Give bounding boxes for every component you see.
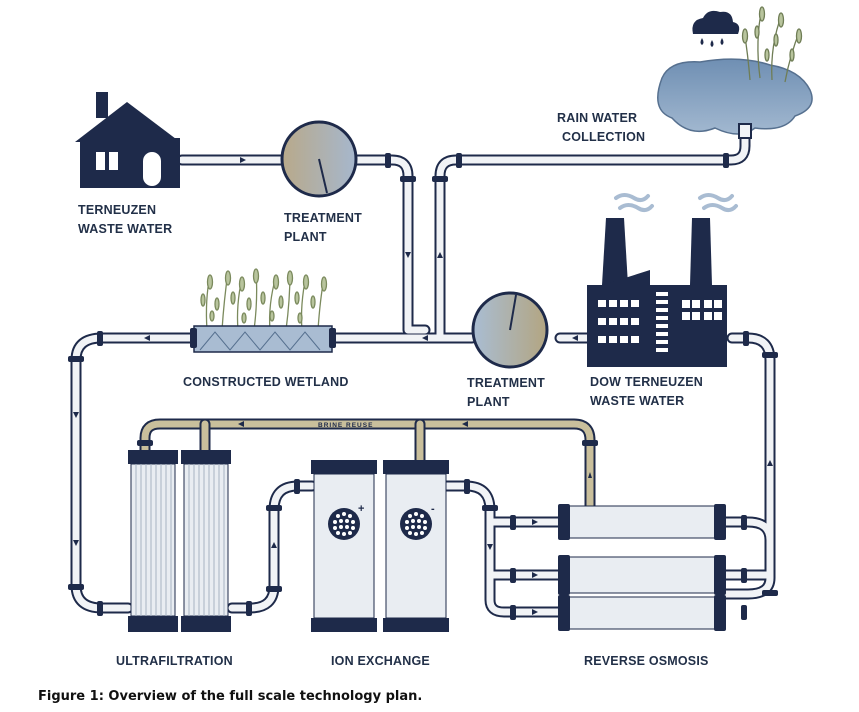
ion-exchange-column-positive: + [311, 460, 377, 632]
treatment-plant-2-label: TREATMENT PLANT [467, 376, 549, 409]
house-icon [75, 92, 180, 188]
pipe-couplings [68, 153, 778, 620]
ion-exchange-column-negative: - [383, 460, 449, 632]
ion-exchange-label: ION EXCHANGE [331, 654, 430, 668]
brine-reuse-pipe [139, 418, 596, 518]
constructed-wetland-icon [190, 268, 336, 353]
negative-sign: - [431, 503, 435, 515]
reeds-pond-icon [741, 6, 803, 83]
smoke-icon [614, 193, 738, 213]
ultrafiltration-label: ULTRAFILTRATION [116, 654, 233, 668]
figure-caption: Figure 1: Overview of the full scale tec… [38, 689, 423, 704]
reverse-osmosis-vessel-3 [558, 595, 726, 631]
factory-icon [587, 193, 738, 367]
brine-reuse-label: BRINE REUSE [318, 422, 373, 429]
ultrafiltration-module-1 [128, 450, 178, 632]
treatment-plant-1-gauge [280, 120, 358, 198]
ultrafiltration-module-2 [181, 450, 231, 632]
treatment-plant-1-label: TREATMENT PLANT [284, 211, 366, 244]
dow-terneuzen-waste-water-label: DOW TERNEUZEN WASTE WATER [590, 375, 707, 408]
rain-water-collection-label: RAIN WATER COLLECTION [557, 111, 645, 144]
reverse-osmosis-vessel-2 [558, 555, 726, 595]
pipe-network [70, 124, 776, 618]
rain-cloud-icon [692, 10, 740, 47]
treatment-plant-2-gauge [471, 291, 549, 369]
reverse-osmosis-vessel-1 [558, 504, 726, 540]
reverse-osmosis-unit [558, 504, 726, 631]
flow-arrows [73, 157, 773, 615]
constructed-wetland-label: CONSTRUCTED WETLAND [183, 375, 349, 389]
terneuzen-waste-water-label: TERNEUZEN WASTE WATER [78, 203, 172, 236]
ion-exchange-unit: + - [311, 460, 449, 632]
reverse-osmosis-label: REVERSE OSMOSIS [584, 654, 709, 668]
rain-water-pond [657, 58, 813, 139]
ultrafiltration-unit [128, 450, 231, 632]
positive-sign: + [358, 503, 364, 515]
